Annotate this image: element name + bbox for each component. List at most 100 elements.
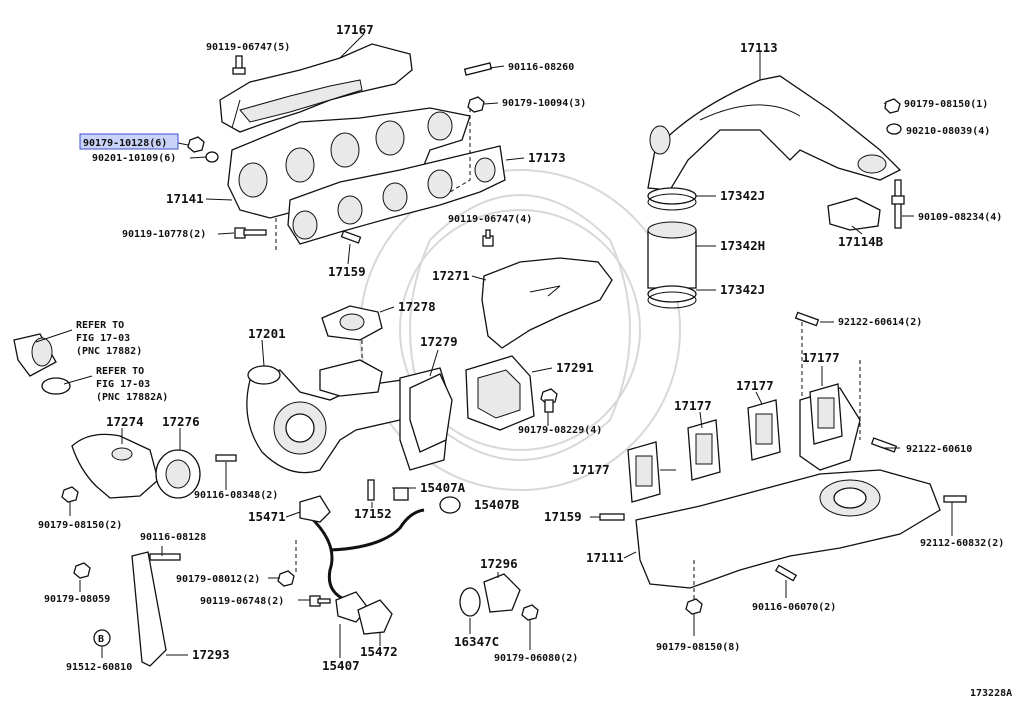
- stud-92122-60610[interactable]: [870, 437, 898, 453]
- label-17152: 17152: [354, 506, 392, 521]
- part-labels[interactable]: 17167 90119-06747(5) 90116-08260 90179-1…: [38, 22, 1012, 699]
- gasket-15471[interactable]: [299, 495, 331, 523]
- label-90179-08150-2: 90179-08150(2): [38, 520, 122, 531]
- label-17113: 17113: [740, 40, 778, 55]
- label-90201-10109-6: 90201-10109(6): [92, 153, 176, 164]
- manifold-gasket-17173[interactable]: [287, 145, 506, 245]
- gasket-15472[interactable]: [357, 599, 393, 635]
- bolt-90119-06747-4[interactable]: [482, 229, 494, 247]
- refer-1-line1: REFER TO: [76, 320, 124, 331]
- label-90179-10094-3: 90179-10094(3): [502, 98, 586, 109]
- label-90119-06748-2: 90119-06748(2): [200, 596, 284, 607]
- nut-90179-10128[interactable]: [187, 136, 205, 153]
- bolt-90119-06748[interactable]: [309, 595, 331, 607]
- union-15407a[interactable]: [393, 487, 409, 501]
- gasket-17177-d[interactable]: [809, 383, 843, 445]
- label-90119-06747-5: 90119-06747(5): [206, 42, 290, 53]
- bolt-90119-10778[interactable]: [234, 227, 267, 239]
- label-15472: 15472: [360, 644, 398, 659]
- stud-90109-08234[interactable]: [891, 179, 905, 229]
- label-17167: 17167: [336, 22, 374, 37]
- stay-17293[interactable]: [131, 551, 167, 667]
- label-15407a: 15407A: [420, 480, 466, 495]
- intake-pipe-17113[interactable]: [647, 75, 902, 191]
- label-90109-08234-4: 90109-08234(4): [918, 212, 1002, 223]
- nut-90179-06080[interactable]: [521, 604, 539, 621]
- intake-manifold-17111[interactable]: [635, 387, 941, 589]
- leader-lines: [35, 33, 953, 658]
- nut-90179-08012[interactable]: [277, 570, 295, 587]
- washer-90201-10109[interactable]: [205, 151, 219, 163]
- label-15407: 15407: [322, 658, 360, 673]
- gasket-17177-b[interactable]: [687, 419, 721, 481]
- elbow-17274[interactable]: [71, 433, 159, 499]
- label-17278: 17278: [398, 299, 436, 314]
- washer-90210-08039[interactable]: [886, 123, 902, 135]
- label-17342j-lower: 17342J: [720, 282, 765, 297]
- gasket-16347c[interactable]: [459, 587, 481, 617]
- stud-17159-upper[interactable]: [340, 230, 362, 244]
- label-15471: 15471: [248, 509, 286, 524]
- circled-b-letter: B: [98, 634, 104, 645]
- nut-90179-08229[interactable]: [540, 388, 558, 413]
- label-90116-08348-2: 90116-08348(2): [194, 490, 278, 501]
- label-90179-08150-8: 90179-08150(8): [656, 642, 740, 653]
- gasket-17114b[interactable]: [827, 197, 881, 231]
- gasket-17278[interactable]: [321, 305, 383, 341]
- gasket-17177-a[interactable]: [627, 441, 661, 503]
- gasket-15407b[interactable]: [439, 496, 461, 514]
- label-90179-08012-2: 90179-08012(2): [176, 574, 260, 585]
- clamp-refer-17882a[interactable]: [41, 377, 71, 395]
- gasket-17177-c[interactable]: [747, 399, 781, 461]
- gasket-17279[interactable]: [409, 373, 453, 453]
- nut-90179-08150-1[interactable]: [884, 98, 901, 114]
- heat-insulator-17271[interactable]: [481, 257, 613, 349]
- stud-92122-60614[interactable]: [794, 311, 820, 327]
- label-90179-06080-2: 90179-06080(2): [494, 653, 578, 664]
- stud-90116-06070[interactable]: [774, 564, 798, 582]
- gasket-17291[interactable]: [465, 355, 535, 431]
- oil-pipe-15407[interactable]: [299, 506, 425, 602]
- union-17152[interactable]: [367, 479, 375, 501]
- gasket-17296[interactable]: [483, 573, 521, 613]
- label-92112-60832-2: 92112-60832(2): [920, 538, 1004, 549]
- nut-90179-08150-8[interactable]: [685, 598, 703, 615]
- clamp-17342j-lower[interactable]: [647, 285, 697, 309]
- label-91512-60810: 91512-60810: [66, 662, 132, 673]
- label-17177-c: 17177: [736, 378, 774, 393]
- label-17177-b: 17177: [674, 398, 712, 413]
- nut-90179-08150-2[interactable]: [61, 486, 79, 503]
- exhaust-manifold-17141[interactable]: [227, 107, 471, 219]
- label-90116-06070-2: 90116-06070(2): [752, 602, 836, 613]
- refer-1-line2: FIG 17-03: [76, 333, 130, 344]
- label-17293: 17293: [192, 647, 230, 662]
- stud-17159-lower[interactable]: [599, 513, 625, 521]
- stud-90116-08260[interactable]: [463, 62, 493, 76]
- label-92122-60614-2: 92122-60614(2): [838, 317, 922, 328]
- label-17342j-upper: 17342J: [720, 188, 765, 203]
- label-17173: 17173: [528, 150, 566, 165]
- nut-90179-08059[interactable]: [73, 562, 91, 579]
- bolt-90119-06747-5[interactable]: [232, 55, 246, 75]
- label-90179-08059: 90179-08059: [44, 594, 110, 605]
- hose-refer-17882[interactable]: [13, 333, 57, 377]
- label-17159-upper: 17159: [328, 264, 366, 279]
- refer-2-line3: (PNC 17882A): [96, 392, 168, 403]
- stud-92112-60832[interactable]: [943, 495, 967, 503]
- label-17271: 17271: [432, 268, 470, 283]
- clamp-17342j-upper[interactable]: [647, 187, 697, 211]
- heat-insulator-17167[interactable]: [219, 43, 413, 133]
- label-17177-d: 17177: [802, 350, 840, 365]
- gasket-17276[interactable]: [155, 449, 201, 499]
- label-17291: 17291: [556, 360, 594, 375]
- hose-17342h[interactable]: [647, 221, 697, 289]
- refer-1-line3: (PNC 17882): [76, 346, 142, 357]
- stud-90116-08348[interactable]: [215, 454, 237, 462]
- label-17159-lower: 17159: [544, 509, 582, 524]
- label-90119-10778-2: 90119-10778(2): [122, 229, 206, 240]
- nut-90179-10094[interactable]: [467, 96, 485, 113]
- label-16347c: 16347C: [454, 634, 499, 649]
- stud-90116-08128[interactable]: [149, 553, 181, 561]
